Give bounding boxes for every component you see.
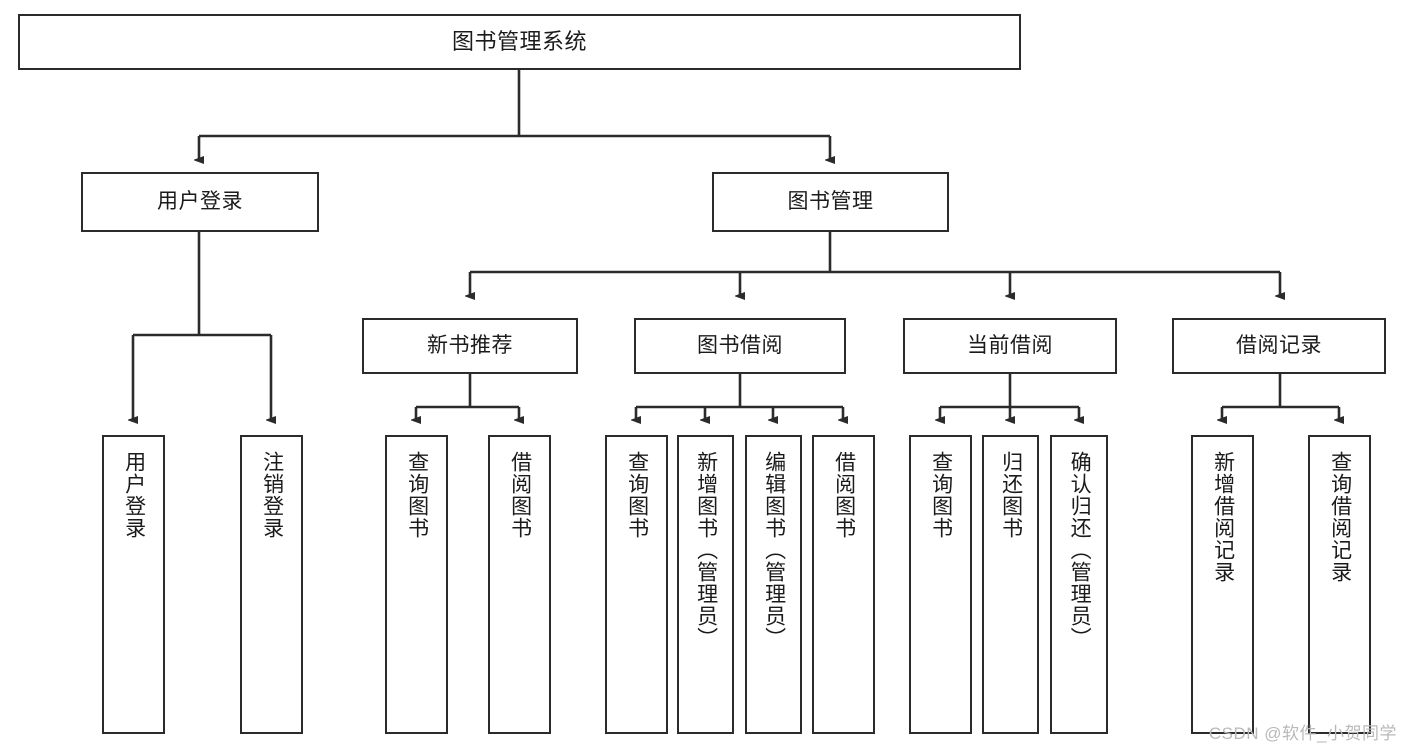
node-root[interactable]: 图书管理系统 <box>18 14 1021 70</box>
leaf-query-books-new[interactable]: 查询图书 <box>385 435 448 734</box>
leaf-query-borrow-record[interactable]: 查询借阅记录 <box>1308 435 1371 734</box>
leaf-return-book-label: 归还图书 <box>999 451 1023 539</box>
leaf-logout-label: 注销登录 <box>260 451 284 539</box>
leaf-add-book-admin[interactable]: 新增图书（管理员） <box>677 435 734 734</box>
leaf-add-borrow-record[interactable]: 新增借阅记录 <box>1191 435 1254 734</box>
leaf-edit-book-admin[interactable]: 编辑图书（管理员） <box>745 435 802 734</box>
leaf-borrow-books-new-label: 借阅图书 <box>508 451 532 539</box>
leaf-logout[interactable]: 注销登录 <box>240 435 303 734</box>
leaf-user-login-label: 用户登录 <box>122 451 146 539</box>
node-user-login[interactable]: 用户登录 <box>81 172 319 232</box>
leaf-return-book[interactable]: 归还图书 <box>982 435 1039 734</box>
node-book-borrow-label: 图书借阅 <box>697 334 783 358</box>
leaf-query-books-new-label: 查询图书 <box>405 451 429 539</box>
leaf-borrow-books-new[interactable]: 借阅图书 <box>488 435 551 734</box>
leaf-query-books-current-label: 查询图书 <box>929 451 953 539</box>
leaf-edit-book-admin-label: 编辑图书（管理员） <box>762 451 786 649</box>
node-book-borrow[interactable]: 图书借阅 <box>634 318 846 374</box>
node-book-management-label: 图书管理 <box>787 190 874 214</box>
leaf-query-books-borrow[interactable]: 查询图书 <box>605 435 668 734</box>
node-user-login-label: 用户登录 <box>157 190 243 214</box>
leaf-user-login[interactable]: 用户登录 <box>102 435 165 734</box>
watermark: CSDN @软件_小贺同学 <box>1208 724 1397 743</box>
leaf-borrow-book[interactable]: 借阅图书 <box>812 435 875 734</box>
leaf-confirm-return-admin[interactable]: 确认归还（管理员） <box>1050 435 1108 734</box>
leaf-query-books-borrow-label: 查询图书 <box>625 451 649 539</box>
leaf-borrow-book-label: 借阅图书 <box>832 451 856 539</box>
leaf-add-borrow-record-label: 新增借阅记录 <box>1211 451 1235 583</box>
leaf-query-borrow-record-label: 查询借阅记录 <box>1328 451 1352 583</box>
node-book-management[interactable]: 图书管理 <box>712 172 949 232</box>
node-borrow-record[interactable]: 借阅记录 <box>1172 318 1386 374</box>
node-new-book-recommend-label: 新书推荐 <box>427 334 513 358</box>
node-borrow-record-label: 借阅记录 <box>1236 334 1322 358</box>
node-current-borrow-label: 当前借阅 <box>967 334 1053 358</box>
node-root-label: 图书管理系统 <box>451 28 587 54</box>
leaf-add-book-admin-label: 新增图书（管理员） <box>694 451 718 649</box>
leaf-confirm-return-admin-label: 确认归还（管理员） <box>1068 451 1092 649</box>
node-new-book-recommend[interactable]: 新书推荐 <box>362 318 578 374</box>
node-current-borrow[interactable]: 当前借阅 <box>903 318 1117 374</box>
leaf-query-books-current[interactable]: 查询图书 <box>909 435 972 734</box>
